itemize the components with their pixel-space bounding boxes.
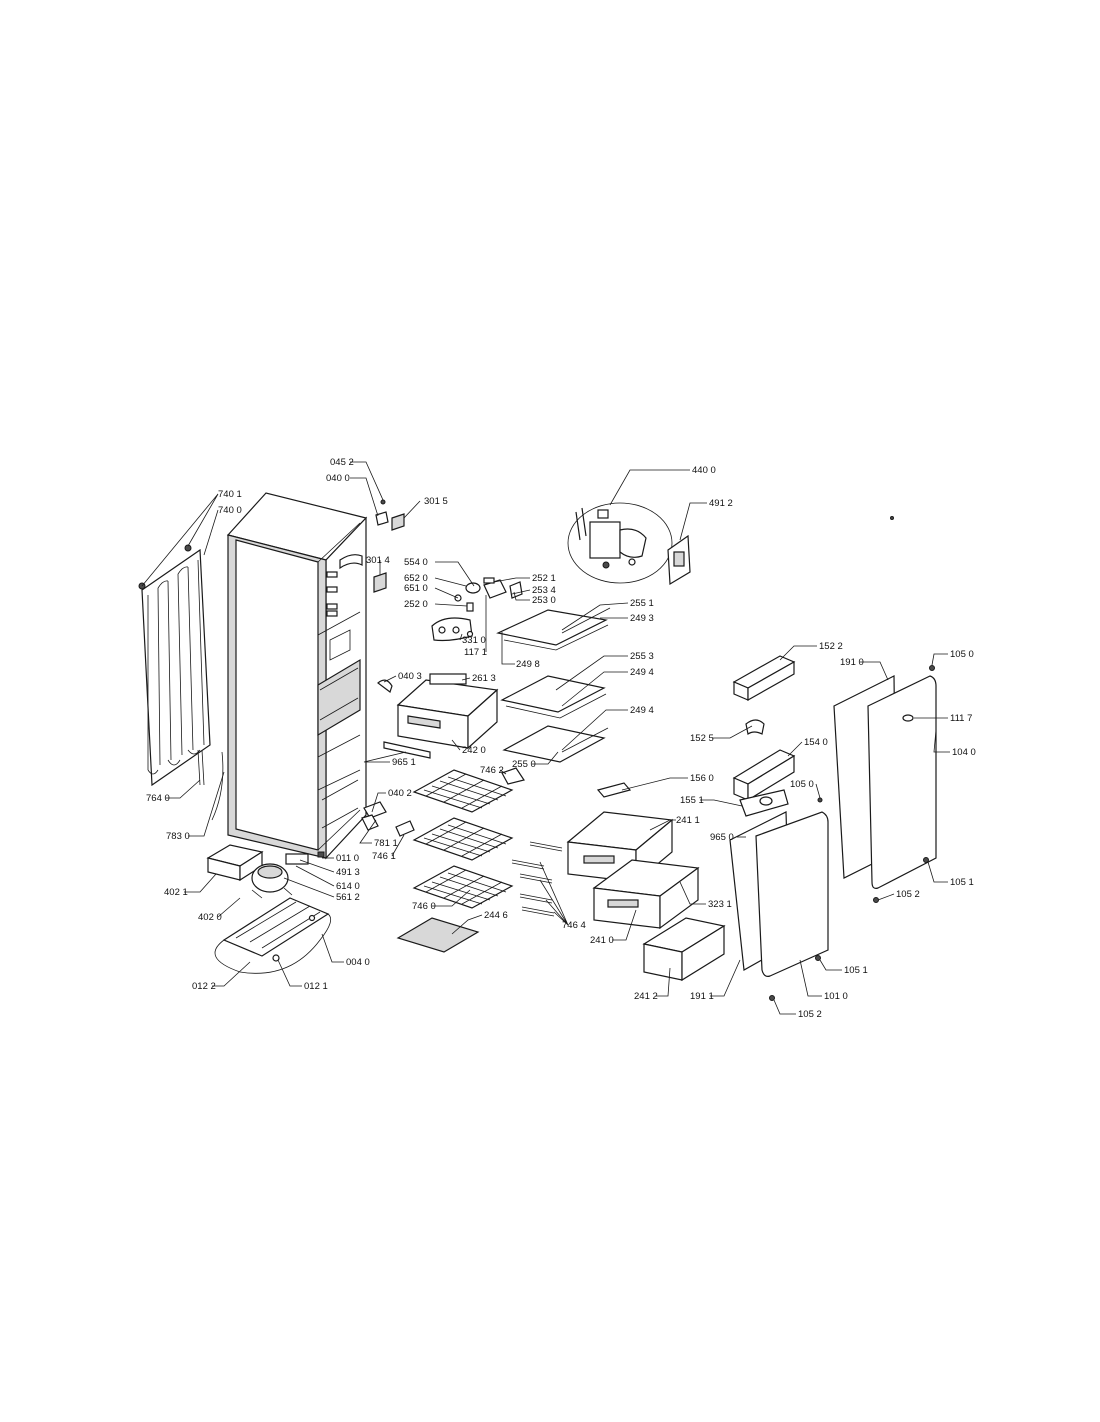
label-255-0: 255 0 — [512, 759, 536, 770]
label-440-0: 440 0 — [692, 465, 716, 476]
label-781-1: 781 1 — [374, 838, 398, 849]
label-156-0: 156 0 — [690, 773, 714, 784]
label-491-3: 491 3 — [336, 867, 360, 878]
label-249-3: 249 3 — [630, 613, 654, 624]
thermostat-lamp-assembly — [431, 577, 523, 642]
label-241-1: 241 1 — [676, 815, 700, 826]
label-105-1-a: 105 1 — [844, 965, 868, 976]
rear-condenser — [138, 544, 211, 787]
fridge-door-104-0 — [867, 665, 937, 903]
label-045-2: 045 2 — [330, 457, 354, 468]
label-105-0-a: 105 0 — [950, 649, 974, 660]
label-261-3: 261 3 — [472, 673, 496, 684]
label-101-0: 101 0 — [824, 991, 848, 1002]
label-965-1: 965 1 — [392, 757, 416, 768]
control-cover-491-2 — [667, 534, 691, 586]
part-number-labels: 045 2 040 0 301 5 740 1 740 0 301 4 554 … — [146, 457, 976, 1020]
label-651-0: 651 0 — [404, 583, 428, 594]
label-242-0: 242 0 — [462, 745, 486, 756]
label-191-1: 191 1 — [690, 991, 714, 1002]
label-040-2: 040 2 — [388, 788, 412, 799]
label-323-1: 323 1 — [708, 899, 732, 910]
label-402-0: 402 0 — [198, 912, 222, 923]
label-253-4: 253 4 — [532, 585, 556, 596]
freezer-drawer-top — [396, 673, 499, 750]
label-040-3: 040 3 — [398, 671, 422, 682]
label-491-2: 491 2 — [709, 498, 733, 509]
label-561-2: 561 2 — [336, 892, 360, 903]
label-764-0: 764 0 — [146, 793, 170, 804]
label-241-2: 241 2 — [634, 991, 658, 1002]
label-252-1: 252 1 — [532, 573, 556, 584]
label-104-0: 104 0 — [952, 747, 976, 758]
label-154-0: 154 0 — [804, 737, 828, 748]
glass-shelves — [496, 607, 611, 763]
label-255-1: 255 1 — [630, 598, 654, 609]
label-244-6: 244 6 — [484, 910, 508, 921]
label-402-1: 402 1 — [164, 887, 188, 898]
label-105-1-b: 105 1 — [950, 877, 974, 888]
label-652-0: 652 0 — [404, 573, 428, 584]
label-191-0: 191 0 — [840, 657, 864, 668]
label-253-0: 253 0 — [532, 595, 556, 606]
label-152-2: 152 2 — [819, 641, 843, 652]
label-301-4: 301 4 — [366, 555, 390, 566]
label-331-0: 331 0 — [462, 635, 486, 646]
label-241-0: 241 0 — [590, 935, 614, 946]
label-740-0: 740 0 — [218, 505, 242, 516]
label-011-0: 011 0 — [336, 853, 359, 864]
label-249-4-b: 249 4 — [630, 705, 654, 716]
bottle-holder-155-1 — [739, 789, 823, 817]
label-249-4-a: 249 4 — [630, 667, 654, 678]
label-155-1: 155 1 — [680, 795, 704, 806]
label-105-2-b: 105 2 — [896, 889, 920, 900]
label-249-8: 249 8 — [516, 659, 540, 670]
label-012-2: 012 2 — [192, 981, 216, 992]
door-balcony-154-0 — [732, 749, 796, 802]
crisper-drawer-241-0 — [592, 859, 700, 930]
label-004-0: 004 0 — [346, 957, 370, 968]
drain-tube — [197, 749, 224, 821]
chiller-tray-156-0 — [596, 782, 632, 798]
freezer-door-101-0 — [755, 811, 829, 1001]
label-740-1: 740 1 — [218, 489, 242, 500]
top-hinge — [373, 499, 405, 593]
crisper-drawer-241-2 — [642, 917, 726, 982]
refrigerator-cabinet — [226, 492, 368, 860]
label-554-0: 554 0 — [404, 557, 428, 568]
label-965-0: 965 0 — [710, 832, 734, 843]
label-301-5: 301 5 — [424, 496, 448, 507]
label-111-7: 111 7 — [950, 713, 972, 724]
label-252-0: 252 0 — [404, 599, 428, 610]
label-614-0: 614 0 — [336, 881, 360, 892]
stray-dot — [890, 516, 894, 520]
control-unit-inset — [567, 502, 673, 584]
crisper-cover-glass — [396, 917, 480, 953]
wire-shelves — [412, 769, 514, 909]
label-746-4: 746 4 — [562, 920, 586, 931]
label-152-5: 152 5 — [690, 733, 714, 744]
label-783-0: 783 0 — [166, 831, 190, 842]
label-040-0: 040 0 — [326, 473, 350, 484]
ice-tray-rails — [361, 679, 525, 837]
label-117-1: 117 1 — [464, 647, 487, 658]
egg-holder-152-5 — [745, 719, 765, 735]
label-255-3: 255 3 — [630, 651, 654, 662]
shelf-support-rods — [511, 841, 563, 917]
compressor-assembly — [206, 844, 332, 974]
label-105-2-a: 105 2 — [798, 1009, 822, 1020]
label-746-2: 746 2 — [480, 765, 504, 776]
label-105-0-b: 105 0 — [790, 779, 814, 790]
label-012-1: 012 1 — [304, 981, 328, 992]
door-balcony-152-2 — [732, 655, 796, 702]
label-746-0: 746 0 — [412, 901, 436, 912]
leader-lines — [141, 461, 950, 1015]
label-746-1: 746 1 — [372, 851, 396, 862]
